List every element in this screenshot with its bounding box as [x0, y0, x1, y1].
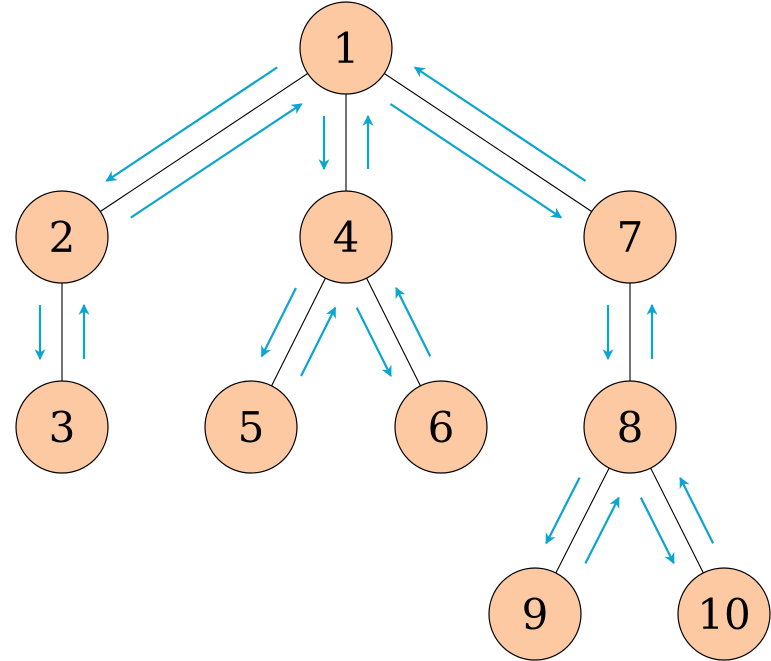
- node-circle: [583, 190, 677, 284]
- tree-node-5: 5: [204, 380, 298, 474]
- node-circle: [677, 567, 771, 661]
- traversal-arrows: [34, 66, 715, 565]
- node-circle: [299, 1, 393, 95]
- tree-node-2: 2: [15, 190, 109, 284]
- node-circle: [15, 380, 109, 474]
- traversal-arrow-4-to-6: [355, 307, 392, 378]
- tree-edge-1-2: [61, 47, 347, 238]
- tree-node-1: 1: [299, 1, 393, 95]
- node-circle: [394, 380, 488, 474]
- tree-edges: [61, 47, 725, 615]
- tree-node-3: 3: [15, 380, 109, 474]
- traversal-arrow-6-to-4: [395, 286, 432, 357]
- node-circle: [15, 190, 109, 284]
- tree-node-4: 4: [299, 190, 393, 284]
- node-circle: [583, 380, 677, 474]
- tree-node-9: 9: [488, 567, 582, 661]
- node-label: 3: [49, 403, 76, 452]
- tree-node-6: 6: [394, 380, 488, 474]
- node-label: 4: [333, 213, 360, 262]
- node-circle: [299, 190, 393, 284]
- tree-node-10: 10: [677, 567, 771, 661]
- node-label: 2: [49, 213, 76, 262]
- node-label: 1: [333, 24, 360, 73]
- node-circle: [488, 567, 582, 661]
- tree-node-8: 8: [583, 380, 677, 474]
- traversal-arrow-1-to-2: [105, 66, 278, 182]
- node-label: 5: [238, 403, 265, 452]
- node-label: 9: [522, 590, 549, 639]
- node-label: 10: [697, 590, 750, 639]
- node-label: 8: [617, 403, 644, 452]
- node-label: 7: [617, 213, 644, 262]
- node-circle: [204, 380, 298, 474]
- tree-edge-1-7: [345, 47, 631, 238]
- node-label: 6: [428, 403, 455, 452]
- traversal-arrow-7-to-1: [413, 66, 587, 182]
- traversal-arrow-1-to-7: [389, 103, 563, 219]
- traversal-arrow-4-to-5: [260, 287, 297, 358]
- traversal-arrow-8-to-10: [639, 497, 675, 565]
- traversal-arrow-2-to-1: [130, 103, 303, 219]
- tree-nodes: 1 2 3 4 5 6 7 8 9 10: [15, 1, 771, 661]
- traversal-arrow-5-to-4: [300, 306, 337, 377]
- tree-node-7: 7: [583, 190, 677, 284]
- traversal-arrow-8-to-9: [545, 477, 581, 545]
- traversal-arrow-10-to-8: [679, 476, 715, 544]
- traversal-arrow-9-to-8: [584, 496, 620, 564]
